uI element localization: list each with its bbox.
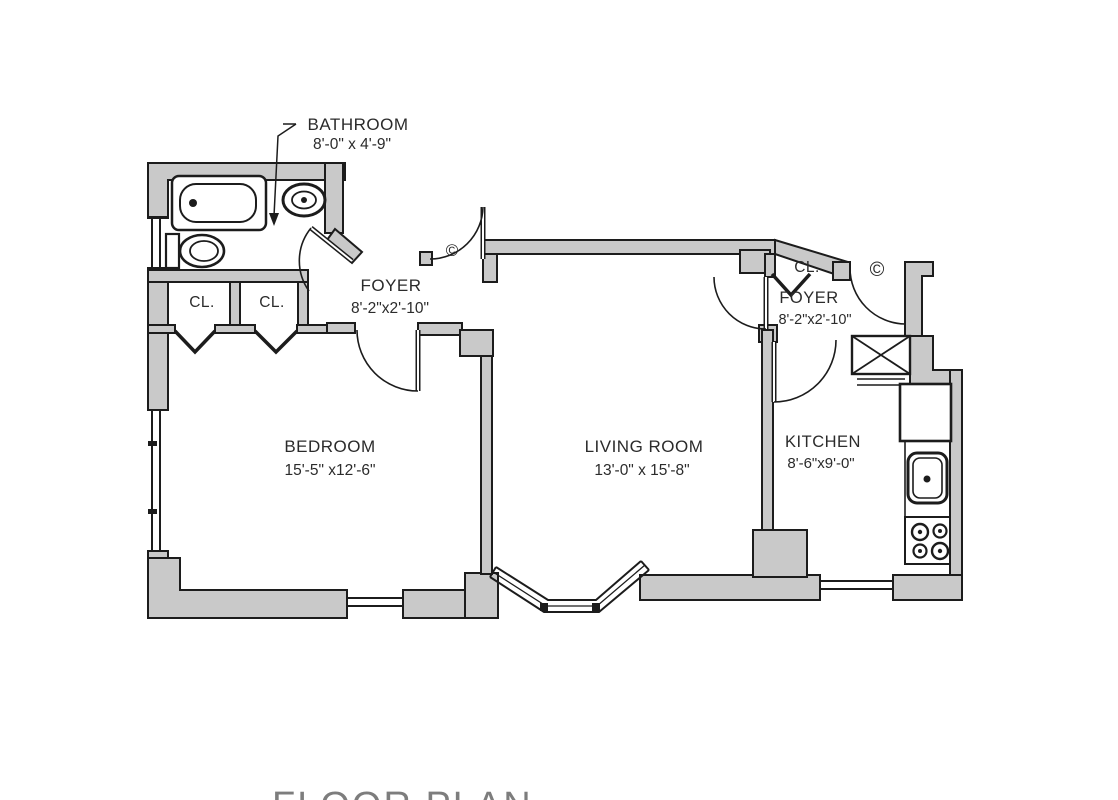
copyright-symbol-left: © <box>446 241 459 260</box>
wall <box>325 227 364 265</box>
kitchen-label: KITCHEN <box>785 433 861 451</box>
wall <box>324 162 344 234</box>
closet-left-a-label: CL. <box>189 294 215 311</box>
wall <box>892 574 963 601</box>
bathroom-label: BATHROOM <box>308 115 409 134</box>
bedroom-dimensions: 15'-5" x12'-6" <box>284 462 375 479</box>
wall <box>904 261 934 337</box>
toilet-icon <box>164 232 226 270</box>
copyright-symbol-right: © <box>870 259 885 281</box>
closet-door-icon <box>770 272 812 298</box>
door-swing <box>429 206 486 260</box>
bay-corner-post <box>592 603 600 611</box>
door-swing <box>771 339 837 403</box>
living-room-label: LIVING ROOM <box>585 437 704 456</box>
bay-corner-post <box>540 603 548 611</box>
foyer-left-dimensions: 8'-2"x2'-10" <box>351 300 429 317</box>
wall <box>459 329 494 357</box>
kitchen-dimensions: 8'-6"x9'-0" <box>787 455 854 472</box>
wall <box>480 355 493 575</box>
walls <box>147 162 963 619</box>
wall <box>482 253 498 283</box>
window <box>819 575 894 600</box>
closet-door-icon <box>253 329 299 355</box>
door-swing <box>298 226 354 292</box>
closet-left-b-label: CL. <box>259 294 285 311</box>
window-tick <box>148 509 157 514</box>
foyer-right-dimensions: 8'-2"x2'-10" <box>778 312 851 328</box>
wall <box>417 322 463 336</box>
bay-window <box>489 560 650 613</box>
wall <box>752 529 808 578</box>
bathroom-sink-icon <box>281 182 327 218</box>
wall <box>214 324 256 334</box>
door-swing <box>713 276 769 330</box>
window <box>346 590 404 618</box>
doors <box>173 206 906 403</box>
stove-icon <box>904 516 951 565</box>
fixtures <box>164 174 953 565</box>
door-swing <box>849 267 906 325</box>
window-tick <box>148 441 157 446</box>
leader-line <box>269 123 297 226</box>
window <box>147 216 167 270</box>
closet-right-label: CL. <box>794 259 820 276</box>
door-swing <box>356 329 421 392</box>
wall <box>147 557 348 619</box>
living-room-dimensions: 13'-0" x 15'-8" <box>594 462 689 479</box>
wall <box>402 589 468 619</box>
wall <box>297 281 309 331</box>
shaft-icon <box>850 334 912 386</box>
wall <box>147 269 309 283</box>
foyer-left-label: FOYER <box>360 276 421 295</box>
foyer-right-label: FOYER <box>779 289 838 307</box>
wall <box>296 324 328 334</box>
floor-plan-caption: FLOOR PLAN <box>272 785 533 800</box>
closet-door-icon <box>173 329 217 355</box>
wall <box>326 322 356 334</box>
wall <box>761 329 774 531</box>
wall <box>639 574 821 601</box>
bathtub-icon <box>170 174 268 232</box>
wall <box>764 253 776 278</box>
wall <box>147 267 169 411</box>
kitchen-sink-icon <box>906 451 949 505</box>
window <box>147 409 167 552</box>
refrigerator-icon <box>898 382 953 443</box>
bedroom-label: BEDROOM <box>284 437 375 456</box>
wall <box>147 324 176 334</box>
wall <box>832 261 851 281</box>
bathroom-dimensions: 8'-0" x 4'-9" <box>313 136 391 153</box>
leader-arrowhead <box>269 213 279 226</box>
wall <box>482 239 776 255</box>
labels: BATHROOM 8'-0" x 4'-9" FOYER 8'-2"x2'-10… <box>189 115 884 800</box>
wall <box>229 281 241 331</box>
windows <box>147 216 894 618</box>
